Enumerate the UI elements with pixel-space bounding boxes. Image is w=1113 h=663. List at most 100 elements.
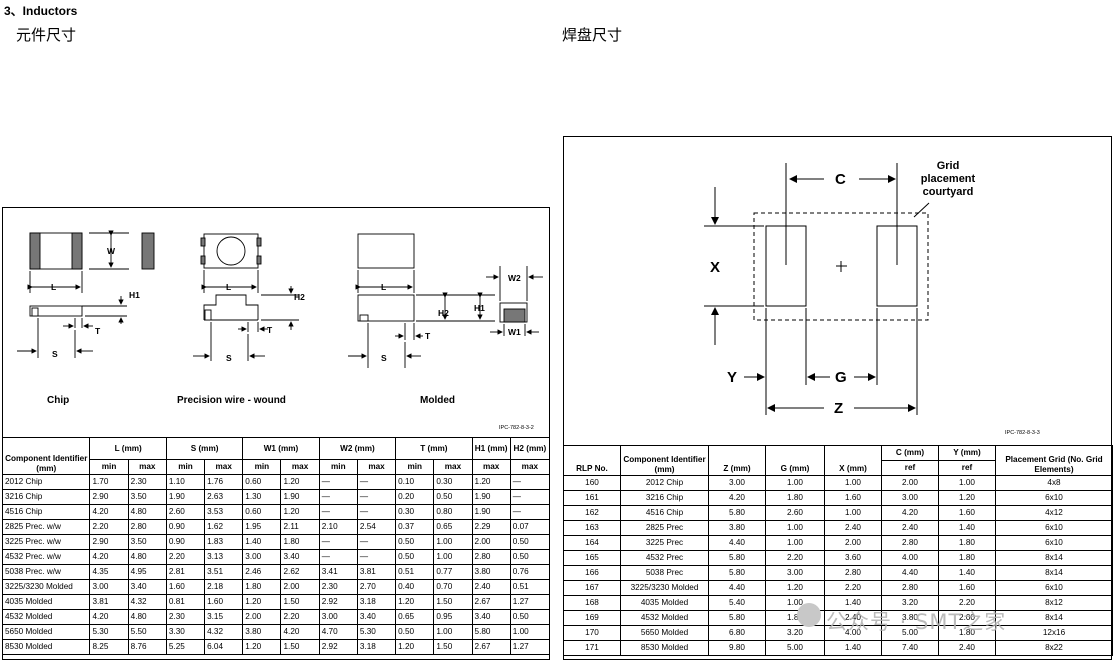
value-cell: 6x10 <box>995 520 1113 536</box>
value-cell: 0.90 <box>165 519 206 535</box>
value-cell: 2.29 <box>471 519 511 535</box>
component-cell: 2825 Prec <box>620 520 709 536</box>
value-cell: 1.20 <box>395 639 435 655</box>
value-cell: 2.80 <box>127 519 167 535</box>
value-cell: 0.80 <box>433 504 473 520</box>
dim-t-label-2: T <box>267 325 273 335</box>
col-c-ref: ref <box>881 460 939 476</box>
col-component: Component Identifier (mm) <box>1 437 91 475</box>
value-cell: 164 <box>563 535 621 551</box>
minmax-cell: max <box>471 459 511 475</box>
value-cell: 5.30 <box>89 624 129 640</box>
value-cell: — <box>356 504 397 520</box>
value-cell: 1.00 <box>824 475 882 491</box>
component-cell: 8530 Molded <box>1 639 91 655</box>
value-cell: 161 <box>563 490 621 506</box>
value-cell: 2.00 <box>280 579 320 595</box>
value-cell: 4.70 <box>318 624 358 640</box>
value-cell: 3.00 <box>881 490 939 506</box>
value-cell: 1.90 <box>471 504 511 520</box>
dim-t-label-3: T <box>425 331 431 341</box>
value-cell: 3.80 <box>242 624 282 640</box>
value-cell: 1.80 <box>280 534 320 550</box>
grid-label-3: courtyard <box>923 186 974 198</box>
minmax-cell: max <box>204 459 244 475</box>
value-cell: 0.50 <box>395 624 435 640</box>
value-cell: 4.40 <box>708 580 766 596</box>
value-cell: 4.40 <box>708 535 766 551</box>
value-cell: — <box>318 489 358 505</box>
value-cell: 1.90 <box>471 489 511 505</box>
minmax-cell: min <box>395 459 435 475</box>
value-cell: 5.80 <box>708 550 766 566</box>
value-cell: 1.70 <box>89 474 129 490</box>
value-cell: — <box>509 474 551 490</box>
value-cell: 0.50 <box>395 534 435 550</box>
minmax-cell: max <box>356 459 397 475</box>
value-cell: 0.65 <box>433 519 473 535</box>
value-cell: 8.25 <box>89 639 129 655</box>
dim-w-label: W <box>107 246 116 256</box>
value-cell: 1.62 <box>204 519 244 535</box>
component-cell: 3216 Chip <box>620 490 709 506</box>
value-cell: 5.80 <box>708 505 766 521</box>
value-cell: 3.51 <box>204 564 244 580</box>
value-cell: — <box>356 549 397 565</box>
value-cell: 2.18 <box>204 579 244 595</box>
value-cell: 4.80 <box>127 549 167 565</box>
component-cell: 3216 Chip <box>1 489 91 505</box>
value-cell: 162 <box>563 505 621 521</box>
value-cell: 0.07 <box>509 519 551 535</box>
col-w2: W2 (mm) <box>318 437 397 460</box>
value-cell: 3.50 <box>127 534 167 550</box>
value-cell: 2.81 <box>165 564 206 580</box>
value-cell: 167 <box>563 580 621 596</box>
value-cell: 1.20 <box>938 490 996 506</box>
value-cell: 1.50 <box>433 639 473 655</box>
component-cell: 2012 Chip <box>620 475 709 491</box>
value-cell: 0.20 <box>395 489 435 505</box>
value-cell: 0.51 <box>509 579 551 595</box>
value-cell: 2.60 <box>765 505 825 521</box>
component-dimensions-panel: W L H1 T S L H2 T S L H2 H1 T S W2 W1 Ch… <box>1 207 551 660</box>
dim-w1-label: W1 <box>508 327 521 337</box>
value-cell: 3.00 <box>89 579 129 595</box>
value-cell: 6x10 <box>995 580 1113 596</box>
land-pattern-title: 焊盘尺寸 <box>562 26 623 44</box>
value-cell: 1.20 <box>395 594 435 610</box>
dim-z-label: Z <box>834 400 843 417</box>
dim-s-label-3: S <box>381 353 387 363</box>
dim-t-label: T <box>95 326 101 336</box>
value-cell: 2.80 <box>471 549 511 565</box>
land-pattern-table: RLP No. Component Identifier (mm) Z (mm)… <box>563 445 1113 656</box>
component-cell: 4035 Molded <box>620 595 709 611</box>
value-cell: 2.90 <box>89 489 129 505</box>
value-cell: 4.20 <box>881 505 939 521</box>
value-cell: 0.50 <box>509 549 551 565</box>
value-cell: 1.20 <box>765 580 825 596</box>
value-cell: 0.95 <box>433 609 473 625</box>
component-cell: 4532 Prec. w/w <box>1 549 91 565</box>
watermark: 公众号 · SMT之家 <box>826 610 1007 634</box>
value-cell: 4.40 <box>881 565 939 581</box>
molded-caption: Molded <box>420 395 455 406</box>
col-z: Z (mm) <box>708 445 766 476</box>
section-heading: 3、Inductors <box>4 4 78 18</box>
value-cell: 3.18 <box>356 639 397 655</box>
col-l: L (mm) <box>89 437 167 460</box>
value-cell: 1.27 <box>509 639 551 655</box>
figure-ref: IPC-782-8-3-2 <box>499 425 534 431</box>
value-cell: 1.00 <box>433 534 473 550</box>
value-cell: 2.62 <box>280 564 320 580</box>
value-cell: 4.20 <box>89 609 129 625</box>
value-cell: 9.80 <box>708 640 766 656</box>
col-grid: Placement Grid (No. Grid Elements) <box>995 445 1113 476</box>
